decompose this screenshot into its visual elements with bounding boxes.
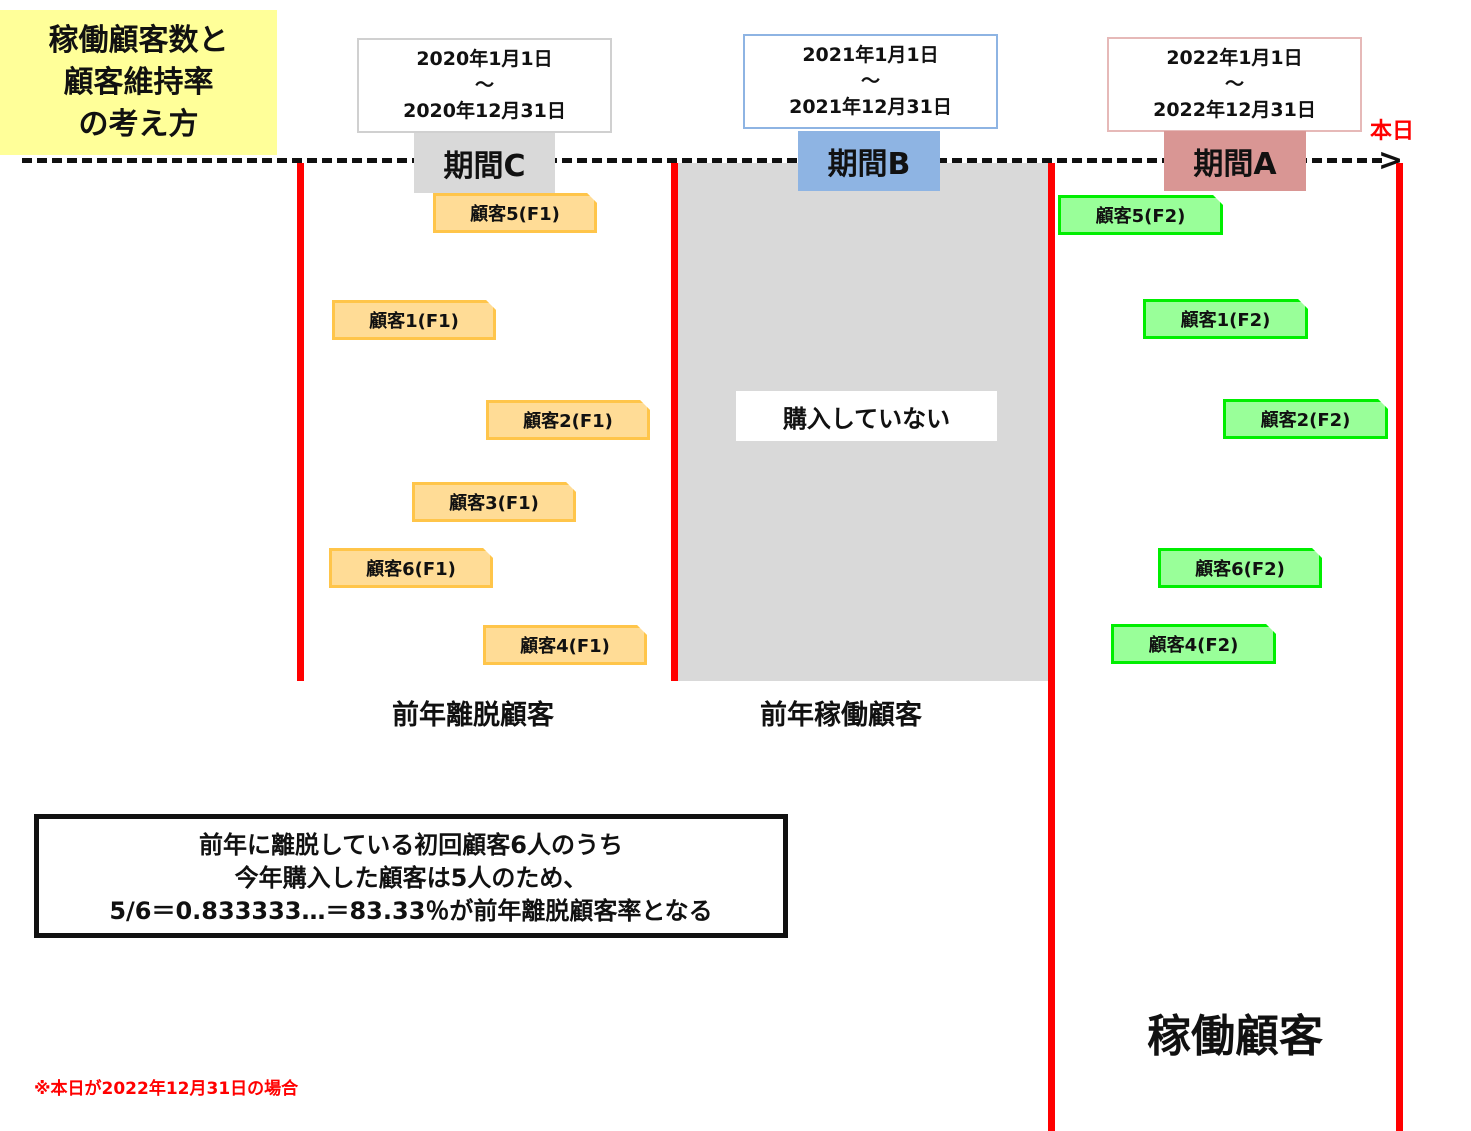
period-c-start-line — [297, 163, 304, 681]
customer-1-f1: 顧客1(F1) — [332, 300, 496, 340]
footnote: ※本日が2022年12月31日の場合 — [34, 1079, 299, 1099]
customer-5-f1: 顧客5(F1) — [433, 193, 597, 233]
period-b-label: 期間B — [798, 131, 940, 191]
period-a-start-line — [1048, 163, 1055, 1131]
prev-active-label: 前年稼働顧客 — [760, 700, 922, 731]
customer-2-f2: 顧客2(F2) — [1223, 399, 1388, 439]
timeline-dashed-line — [22, 158, 1382, 163]
explanation-line-2: 今年購入した顧客は5人のため、 — [234, 864, 588, 892]
period-a-date-range: 2022年1月1日 ～ 2022年12月31日 — [1107, 37, 1362, 132]
no-purchase-label: 購入していない — [736, 391, 997, 441]
customer-4-f2: 顧客4(F2) — [1111, 624, 1276, 664]
customer-6-f2: 顧客6(F2) — [1158, 548, 1322, 588]
customer-1-f2: 顧客1(F2) — [1143, 299, 1308, 339]
customer-5-f2: 顧客5(F2) — [1058, 195, 1223, 235]
period-b-start-line — [671, 163, 678, 681]
customer-6-f1: 顧客6(F1) — [329, 548, 493, 588]
period-c-date-range: 2020年1月1日 ～ 2020年12月31日 — [357, 38, 612, 133]
explanation-line-1: 前年に離脱している初回顧客6人のうち — [199, 831, 623, 859]
period-c-label: 期間C — [414, 133, 555, 193]
period-b-date-range: 2021年1月1日 ～ 2021年12月31日 — [743, 34, 998, 129]
customer-4-f1: 顧客4(F1) — [483, 625, 647, 665]
customer-2-f1: 顧客2(F1) — [486, 400, 650, 440]
prev-churned-label: 前年離脱顧客 — [392, 700, 554, 731]
period-a-label: 期間A — [1164, 131, 1306, 191]
today-label: 本日 — [1370, 119, 1415, 144]
active-customer-label: 稼働顧客 — [1147, 1011, 1323, 1062]
diagram-title: 稼働顧客数と 顧客維持率 の考え方 — [0, 10, 277, 155]
explanation-line-3: 5/6＝0.833333…＝83.33％が前年離脱顧客率となる — [109, 897, 713, 925]
today-line — [1396, 163, 1403, 1131]
explanation-box: 前年に離脱している初回顧客6人のうち 今年購入した顧客は5人のため、 5/6＝0… — [34, 814, 788, 938]
customer-3-f1: 顧客3(F1) — [412, 482, 576, 522]
